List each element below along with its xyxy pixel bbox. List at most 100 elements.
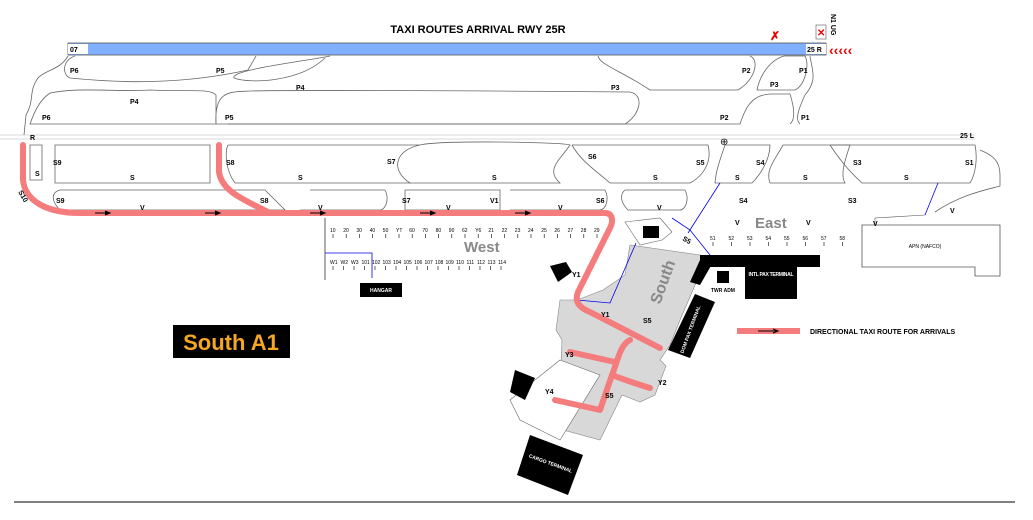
closed-x-icon: ✕ (817, 28, 825, 39)
taxiway-label: V (950, 208, 955, 215)
stand-label: 57 (821, 236, 827, 242)
stand-label: 109 (446, 260, 455, 266)
stand-label: 80 (436, 228, 442, 234)
intl-terminal-label: INTL PAX TERMINAL (749, 272, 794, 278)
taxiway-label: P4 (130, 99, 139, 106)
stand-label: 107 (425, 260, 434, 266)
chart-title: TAXI ROUTES ARRIVAL RWY 25R (390, 24, 565, 36)
stand-label: 29 (594, 228, 600, 234)
apn-label: APN (NAFCO) (909, 244, 942, 250)
legend-label: DIRECTIONAL TAXI ROUTE FOR ARRIVALS (810, 329, 956, 336)
taxiway-label: S4 (756, 160, 765, 167)
taxiway-label: Y1 (572, 272, 581, 279)
hangar-building (360, 283, 402, 297)
stand-label: 105 (404, 260, 413, 266)
taxiway-label: S (653, 175, 658, 182)
taxiway-label: P1 (801, 115, 810, 122)
stand-label: 27 (568, 228, 574, 234)
tower-icon (717, 271, 729, 283)
taxiway-label: S5 (605, 393, 614, 400)
approach-chevrons-icon: ‹‹‹‹‹ (829, 42, 853, 58)
area-west-label: West (464, 239, 500, 256)
taxiway-label: P6 (42, 115, 51, 122)
intl-pax-terminal: INTL PAX TERMINAL (690, 255, 820, 299)
taxiway-label: Y4 (545, 389, 554, 396)
stand-label: 24 (528, 228, 534, 234)
taxiway-label: V (446, 205, 451, 212)
taxiway-label: S9 (53, 160, 62, 167)
taxiway-label: S6 (588, 154, 597, 161)
stand-label: 62 (462, 228, 468, 234)
stand-label: 20 (343, 228, 349, 234)
taxiway-label: P4 (296, 85, 305, 92)
taxiway-label: P3 (770, 82, 779, 89)
stand-label: 50 (383, 228, 389, 234)
taxiway-label: V1 (490, 198, 499, 205)
taxiway-label: S3 (853, 160, 862, 167)
stand-label: Y6 (475, 228, 481, 234)
taxiway-label: S7 (387, 159, 396, 166)
taxiway-label: S4 (739, 198, 748, 205)
tower-label: TWR ADM (711, 288, 735, 294)
taxiway-label: V (873, 221, 878, 228)
runway-25L: 25 L ⊕ (0, 133, 975, 148)
runway-east-end-label: 25 R (807, 47, 822, 54)
stand-label: 51 (710, 236, 716, 242)
stand-label: 60 (409, 228, 415, 234)
stand-label: 10 (330, 228, 336, 234)
stand-label: W2 (341, 260, 349, 266)
stand-label: W1 (330, 260, 338, 266)
stand-label: 40 (370, 228, 376, 234)
stand-label: 112 (477, 260, 485, 266)
runway-25L-label: 25 L (960, 133, 975, 140)
taxiway-label: S (35, 171, 40, 178)
stand-label: 21 (488, 228, 494, 234)
taxiway-label: Y3 (565, 352, 574, 359)
taxiway-label: V (657, 205, 662, 212)
south-building-block (510, 370, 535, 400)
area-east-label: East (755, 215, 787, 232)
cargo-terminal: CARGO TERMINAL (517, 435, 583, 495)
taxiway-label: S (298, 175, 303, 182)
stand-label: 110 (456, 260, 464, 266)
taxiway-label: V (806, 220, 811, 227)
small-building (550, 262, 572, 282)
stand-label: 104 (393, 260, 402, 266)
apn-area: APN (NAFCO) (861, 214, 1001, 277)
taxiway-label: S3 (848, 198, 857, 205)
taxiway-label: S1 (965, 160, 974, 167)
windsock-icon: ✗ (770, 29, 780, 43)
taxiway-label: S (492, 175, 497, 182)
taxiway-label: P3 (611, 85, 620, 92)
taxiway-label: S8 (226, 160, 235, 167)
taxiway-label: V (735, 220, 740, 227)
taxiway-label: P5 (216, 68, 225, 75)
taxiway-label: S7 (402, 198, 411, 205)
taxiway-label: Y1 (601, 312, 610, 319)
stand-label: 58 (840, 236, 846, 242)
compass-rose-icon: ⊕ (720, 137, 728, 148)
taxiway-label: P2 (742, 68, 751, 75)
taxiway-label: P5 (225, 115, 234, 122)
dom-pax-terminal: DOM PAX TERMINAL (668, 294, 715, 358)
stand-label: 103 (383, 260, 392, 266)
taxiway-label: V (318, 205, 323, 212)
runway-25R: 07 25 R ✕ N1 UG ‹‹‹‹‹ ✗ (67, 14, 853, 58)
stand-label: W3 (351, 260, 359, 266)
stand-label: 53 (747, 236, 753, 242)
route-direction-arrows (95, 210, 532, 216)
stand-label: 90 (449, 228, 455, 234)
taxiway-labels: P6 P5 P4 P4 P6 P5 P3 P3 P2 P2 P1 P1 S9 S… (16, 68, 973, 400)
taxiway-label: R (30, 135, 35, 142)
stand-label: 22 (502, 228, 508, 234)
stand-label: 70 (422, 228, 428, 234)
stand-label: 55 (784, 236, 790, 242)
stand-label: 25 (541, 228, 547, 234)
stand-label: 113 (488, 260, 496, 266)
taxiway-label: P2 (720, 115, 729, 122)
stand-label: 23 (515, 228, 521, 234)
stand-label: 108 (435, 260, 444, 266)
